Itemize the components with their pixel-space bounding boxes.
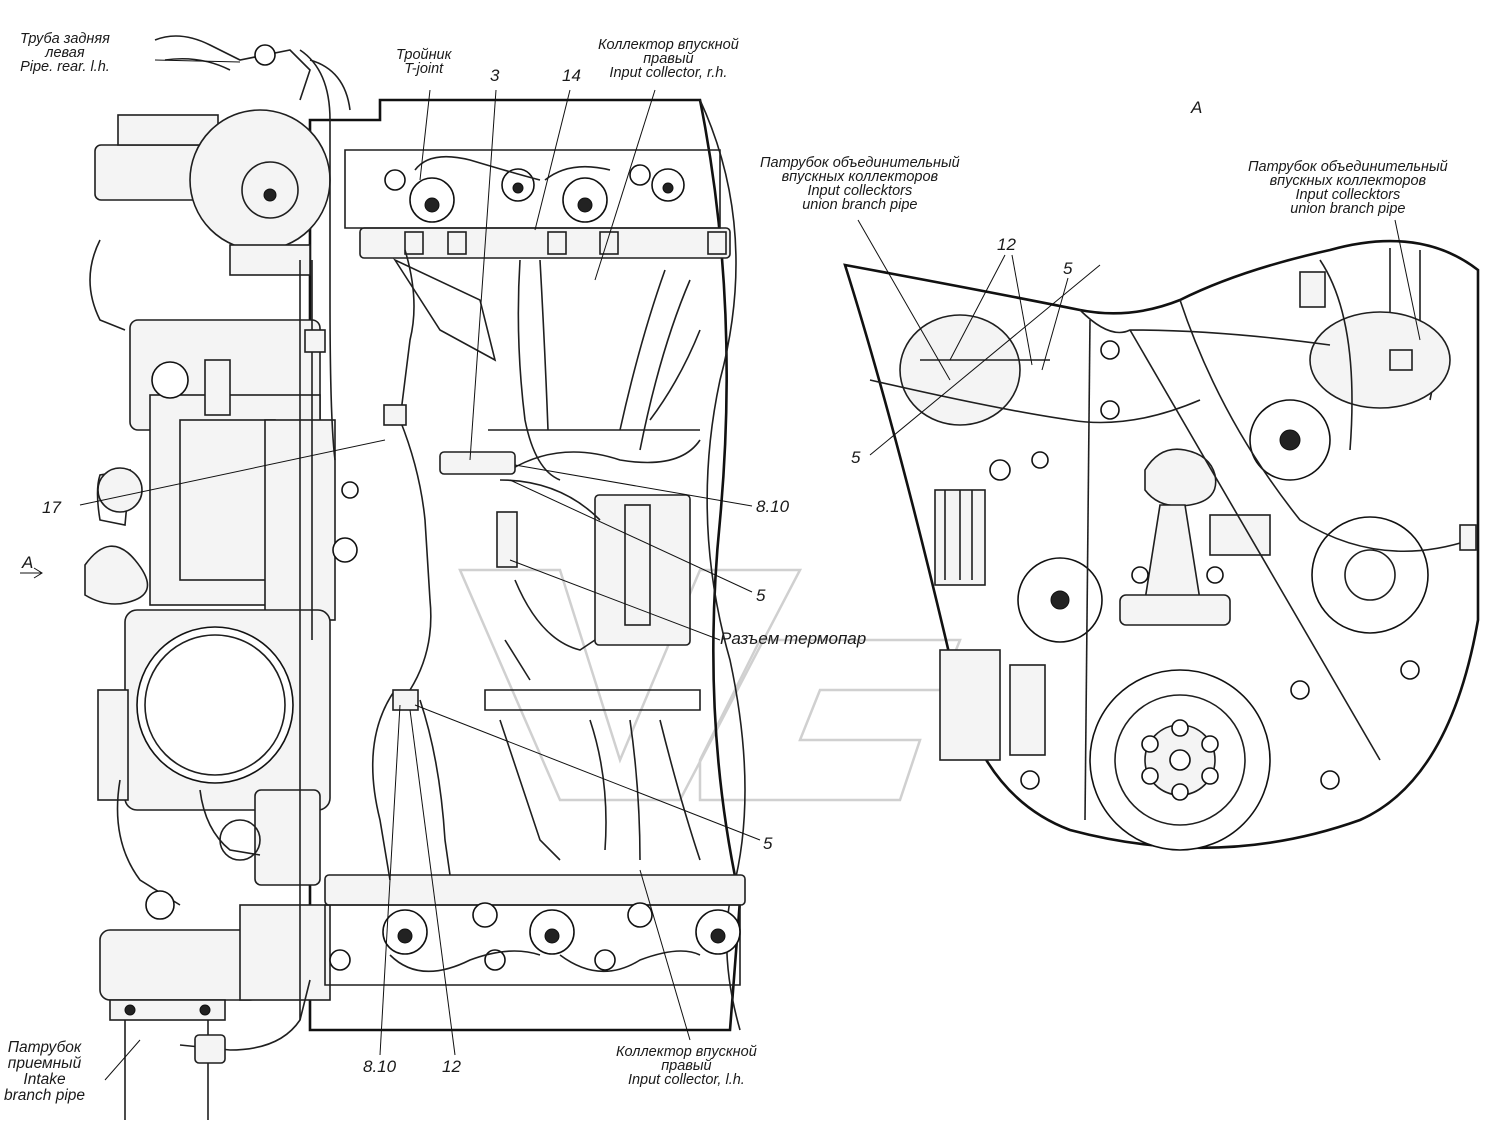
label-tee: Тройник T-joint xyxy=(396,47,452,77)
callout-5-mid: 5 xyxy=(756,586,766,605)
callout-17: 17 xyxy=(42,498,61,517)
callout-8-10-bottom: 8.10 xyxy=(363,1057,397,1076)
callout-12-view-a: 12 xyxy=(997,235,1016,254)
callout-8-10-right: 8.10 xyxy=(756,497,790,516)
watermark-logo xyxy=(458,568,962,802)
callout-14: 14 xyxy=(562,66,581,85)
label-collector-rh: Коллектор впускной правый Input collecto… xyxy=(598,37,739,81)
label-pipe-rear: Труба задняя левая Pipe. rear. l.h. xyxy=(20,31,110,75)
callout-5-view-a-top: 5 xyxy=(1063,259,1073,278)
label-union-branch-right: Патрубок объединительный впускных коллек… xyxy=(1248,159,1448,217)
bottom-injectors xyxy=(329,902,741,971)
view-a-detail xyxy=(843,239,1480,851)
leader-lines xyxy=(20,59,1421,1081)
top-injectors xyxy=(384,164,685,223)
callout-5-view-a-left: 5 xyxy=(851,448,861,467)
label-collector-lh: Коллектор впускной правый Input collecto… xyxy=(616,1044,757,1088)
view-a-arrow-label: А xyxy=(22,553,34,572)
engine-main-view xyxy=(84,35,746,1120)
view-a-title: А xyxy=(1191,98,1203,117)
callout-5-low: 5 xyxy=(763,834,773,853)
label-intake-branch: Патрубок приемный Intake branch pipe xyxy=(4,1039,86,1104)
view-a-bolts xyxy=(989,340,1420,801)
callout-3: 3 xyxy=(490,66,500,85)
label-union-branch-left: Патрубок объединительный впускных коллек… xyxy=(760,155,960,213)
label-thermocouple-connector: Разъем термопар xyxy=(720,629,867,648)
callout-12-bottom: 12 xyxy=(442,1057,461,1076)
top-nuts xyxy=(404,231,727,255)
